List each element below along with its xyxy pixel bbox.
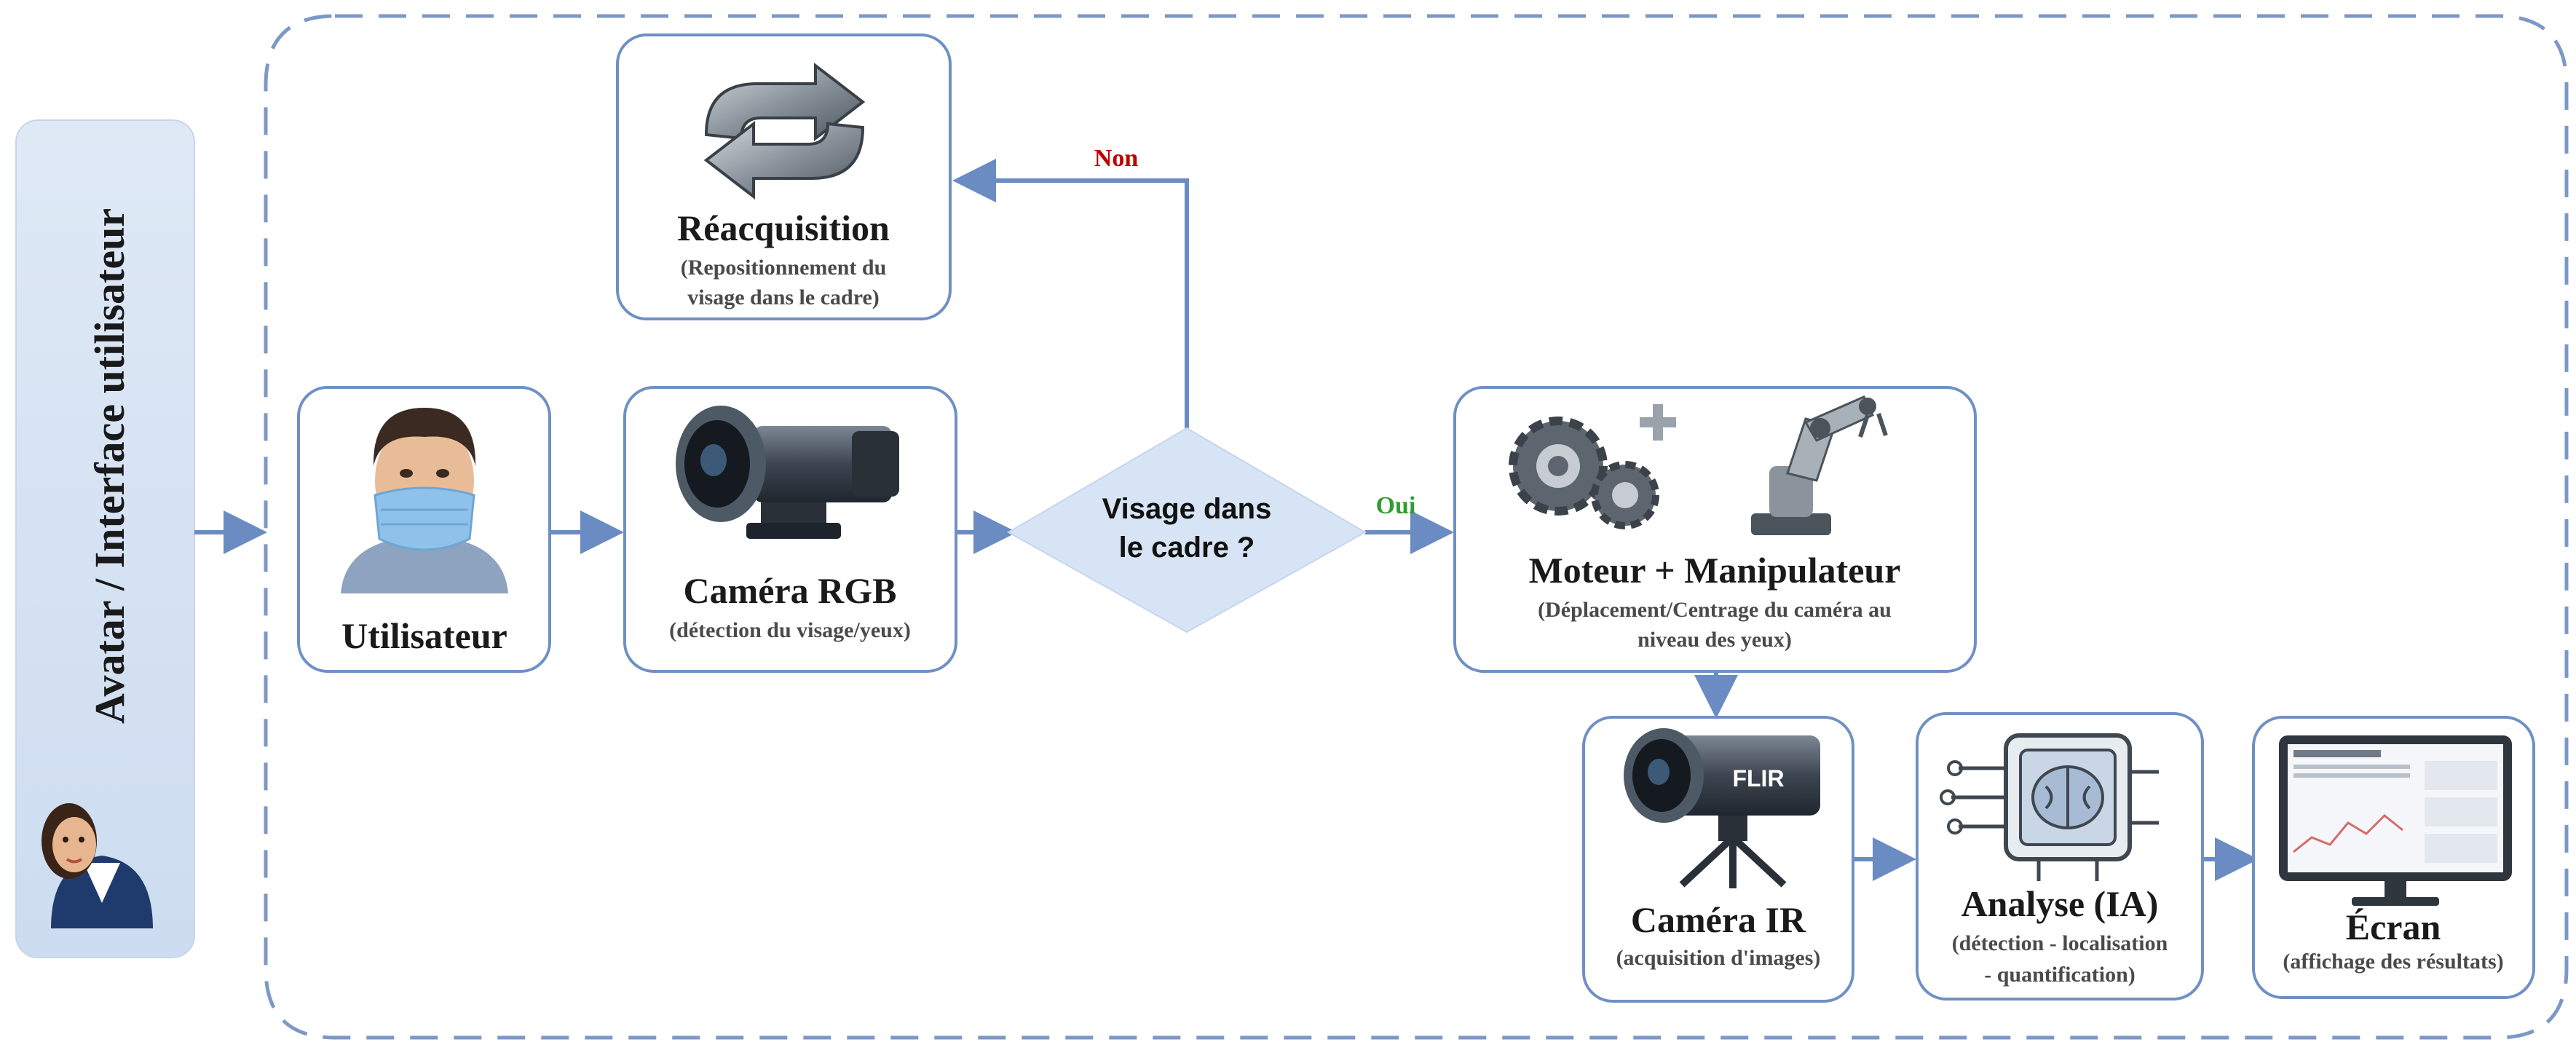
decision-line-1: Visage dans <box>1102 493 1272 525</box>
reacquisition-title: Réacquisition <box>677 208 890 248</box>
motor-title: Moteur + Manipulateur <box>1529 550 1901 591</box>
rgb-camera-title: Caméra RGB <box>684 570 897 611</box>
sidebar-panel: Avatar / Interface utilisateur <box>15 119 195 958</box>
flir-brand: FLIR <box>1732 765 1784 792</box>
gears-robot-arm-icon <box>1509 395 1888 535</box>
analysis-subtitle-2: - quantification) <box>1984 963 2136 987</box>
edge-decision-to-reacquisition <box>952 159 1189 428</box>
node-rgb-camera: Caméra RGB (détection du visage/yeux) <box>623 386 957 673</box>
user-title: Utilisateur <box>341 615 507 656</box>
screen-subtitle: (affichage des résultats) <box>2283 950 2503 974</box>
monitor-dashboard-icon <box>2279 735 2512 906</box>
node-screen: Écran (affichage des résultats) <box>2252 716 2535 999</box>
decision-face-in-frame: Visage dans le cadre ? <box>1006 427 1367 634</box>
ai-brain-chip-icon <box>1940 733 2159 881</box>
flir-camera-icon: FLIR <box>1624 728 1820 888</box>
masked-user-icon <box>341 408 508 593</box>
node-reacquisition: Réacquisition (Repositionnement du visag… <box>616 33 952 320</box>
node-analysis: Analyse (IA) (détection - localisation -… <box>1916 712 2204 1000</box>
screen-title: Écran <box>2346 907 2441 947</box>
node-ir-camera: FLIR Caméra IR (acquisition d'images) <box>1582 716 1854 1003</box>
decision-line-2: le cadre ? <box>1119 532 1255 564</box>
ir-camera-title: Caméra IR <box>1631 899 1806 940</box>
edge-no-label: Non <box>1094 145 1139 172</box>
edge-yes-label: Oui <box>1376 492 1416 519</box>
reacquisition-subtitle-2: visage dans le cadre) <box>687 285 880 309</box>
process-boundary <box>264 14 2569 1040</box>
node-motor-manipulator: Moteur + Manipulateur (Déplacement/Centr… <box>1453 386 1977 673</box>
motor-subtitle-1: (Déplacement/Centrage du caméra au <box>1538 598 1892 622</box>
motor-subtitle-2: niveau des yeux) <box>1637 628 1792 652</box>
assistant-avatar-icon <box>42 803 153 928</box>
ir-camera-subtitle: (acquisition d'images) <box>1616 946 1821 970</box>
analysis-subtitle-1: (détection - localisation <box>1952 931 2168 955</box>
reacquisition-subtitle-1: (Repositionnement du <box>681 256 887 280</box>
rgb-camera-icon <box>676 406 899 539</box>
rgb-camera-subtitle: (détection du visage/yeux) <box>669 618 911 642</box>
node-user: Utilisateur <box>297 386 551 673</box>
analysis-title: Analyse (IA) <box>1961 883 2159 924</box>
sidebar-label: Avatar / Interface utilisateur <box>86 208 133 724</box>
refresh-arrows-icon <box>703 62 866 200</box>
